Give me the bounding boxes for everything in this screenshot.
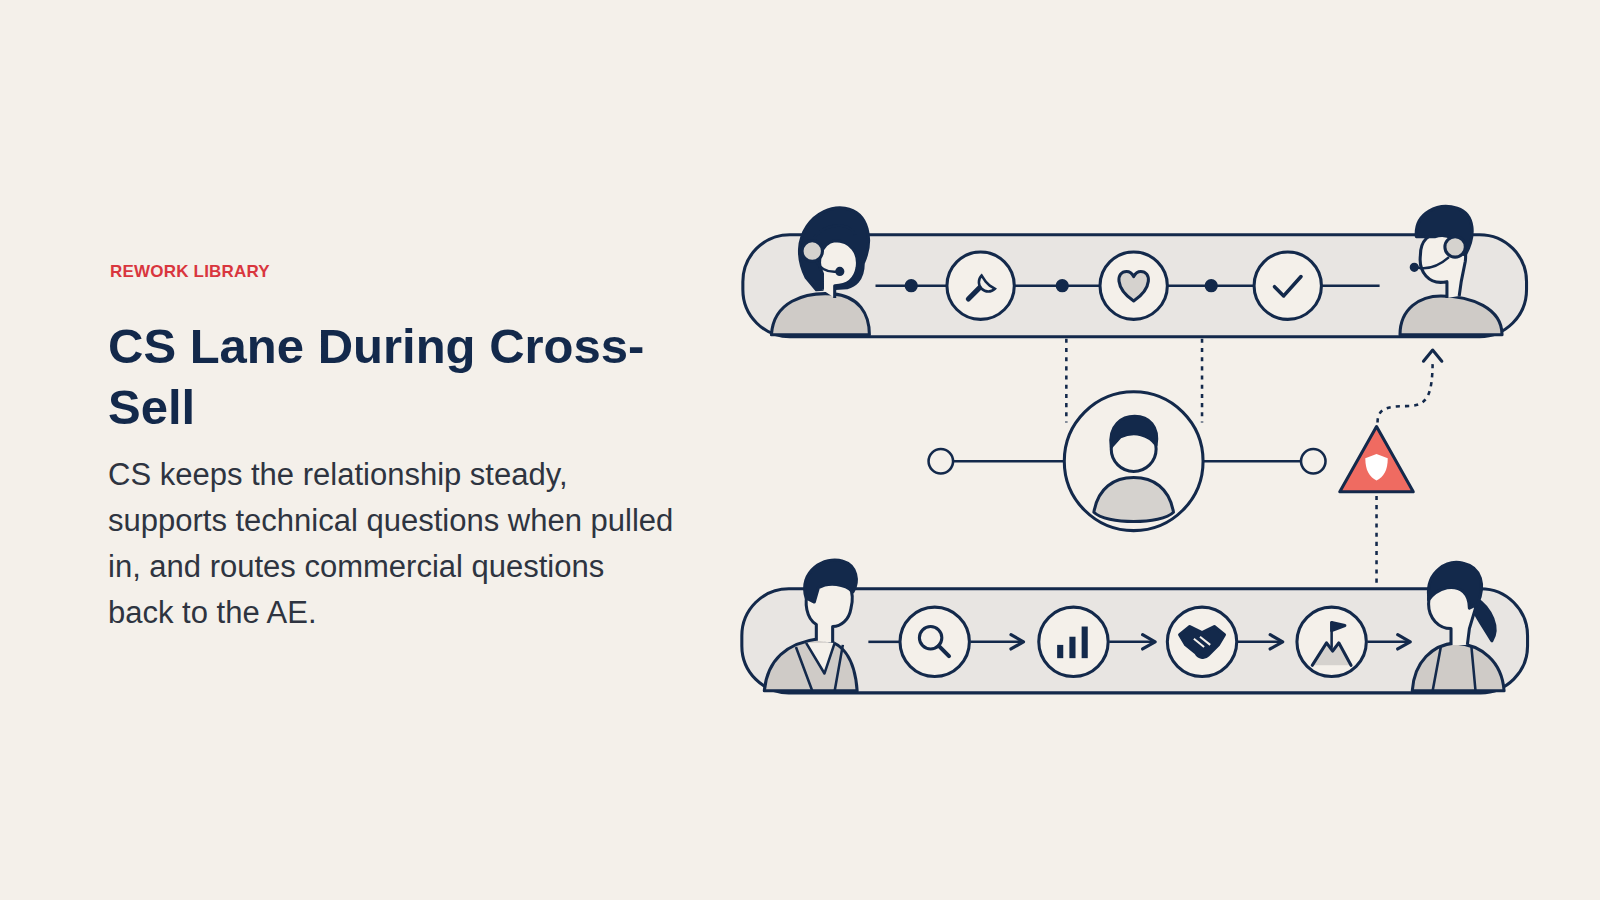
dashed-links-part [1065,339,1068,423]
sales-lane-band-part [742,589,1528,693]
chart-icon-part [1069,637,1075,658]
sales-lane-band [742,589,1528,693]
link-rails-part [1301,449,1325,473]
chart-icon-part [1039,607,1108,676]
cs-agent-man [1400,206,1502,334]
dashed-links-part [1378,359,1433,422]
cs-agent-woman-part [837,268,843,274]
dashed-links-part [1375,496,1378,587]
cs-lane-band-part [1321,284,1379,287]
wrench-icon [947,252,1014,319]
cs-lane-band-part [906,281,916,291]
account-executive-woman-part [1412,643,1504,691]
check-icon-part [1254,252,1321,319]
sales-lane-band-part [868,641,900,644]
cs-lane-band-part [1206,281,1216,291]
customer-circle-part [1064,392,1203,531]
summit-icon [1297,607,1366,676]
warning-triangle [1340,427,1413,492]
heart-icon-part [1119,271,1149,301]
account-executive-man [764,560,857,691]
handshake-icon-part [1194,637,1210,647]
summit-icon-part [1332,622,1345,630]
wrench-icon-part [947,252,1014,319]
warning-triangle-part [1340,427,1413,492]
cs-agent-man-part [1420,233,1465,298]
dashed-links [1066,339,1432,587]
warning-triangle-part [1365,454,1387,481]
heart-icon [1100,252,1167,319]
search-icon-part [939,646,949,656]
heart-icon-part [1100,252,1167,319]
body-caption: CS keeps the relationship steady, suppor… [108,452,678,636]
cs-agent-man-part [1400,296,1502,335]
search-icon [900,607,969,676]
sales-lane-band-part [1367,641,1410,644]
cs-lane-band-part [1057,281,1067,291]
handshake-icon [1167,607,1236,676]
customer-circle-part [1094,478,1174,522]
link-rails-part [953,460,1064,463]
handshake-icon-part [1167,607,1236,676]
account-executive-man-part [806,643,835,674]
escalation-arrowhead [1423,350,1441,361]
link-rails-part [929,449,953,473]
wrench-icon-part [979,276,995,292]
slide-title: CS Lane During Cross-Sell [108,316,648,438]
summit-icon-part [1297,607,1366,676]
account-executive-woman [1412,562,1504,690]
handshake-icon-part [1180,627,1225,658]
account-executive-man-part [805,560,857,602]
sales-lane-band-part [1238,641,1283,644]
search-icon-part [900,607,969,676]
account-executive-woman-part [1428,562,1481,608]
chart-icon-part [1057,645,1063,658]
cs-agent-woman-part [771,294,869,335]
chart-icon-part [1082,627,1088,659]
cs-agent-woman [771,208,869,335]
check-icon-part [1274,277,1301,296]
sales-lane-band-part [1109,641,1155,644]
account-executive-man-part [764,639,857,691]
customer-circle-part [1111,416,1157,447]
cs-agent-man-part [1416,257,1449,268]
link-rails-part [1203,460,1301,463]
account-executive-woman-part [1433,647,1476,691]
customer-circle [1064,392,1203,531]
cs-agent-woman-part [802,241,822,261]
account-executive-man-part [796,645,843,691]
sales-lane-band-part [970,641,1023,644]
chart-icon [1039,607,1108,676]
cs-agent-man-part [1411,264,1417,270]
dashed-links-part [1201,339,1204,423]
check-icon [1254,252,1321,319]
escalation-arrowhead-part [1423,350,1441,361]
cs-agent-man-part [1445,237,1465,257]
eyebrow-label: REWORK LIBRARY [110,262,510,282]
